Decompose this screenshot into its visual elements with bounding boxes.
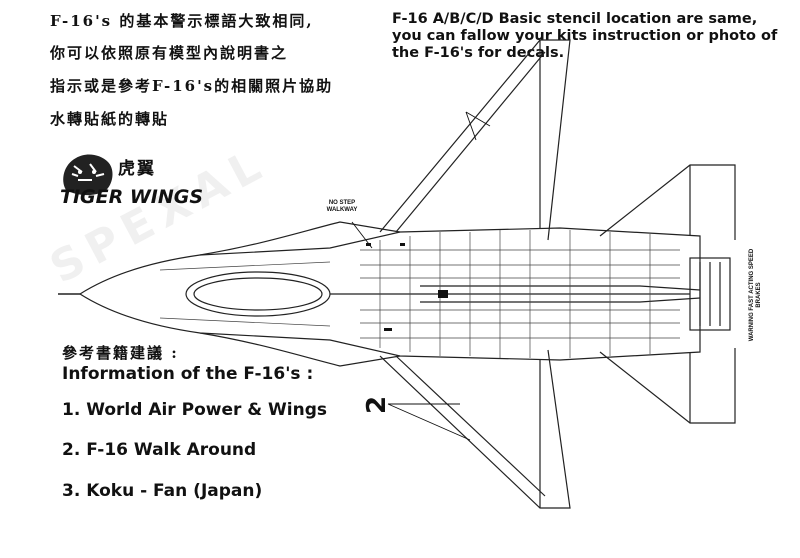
- references-heading-cn: 參考書籍建議 :: [62, 344, 179, 362]
- references-heading-en: Information of the F-16's :: [62, 364, 314, 384]
- tiger-head-icon: [63, 154, 113, 196]
- note-cn-line1: F-16's 的基本警示標語大致相同,: [50, 12, 314, 30]
- logo-brand-text: TIGER WINGS: [60, 186, 204, 208]
- reference-item: 3. Koku - Fan (Japan): [62, 481, 263, 501]
- note-cn-line2: 你可以依照原有模型內說明書之: [50, 44, 289, 62]
- note-en-line3: the F-16's for decals.: [392, 45, 565, 61]
- reference-item: 1. World Air Power & Wings: [62, 400, 328, 420]
- note-en-line2: you can fallow your kits instruction or …: [392, 28, 778, 44]
- reference-item: 2. F-16 Walk Around: [62, 440, 257, 460]
- note-cn-line4: 水轉貼紙的轉貼: [50, 110, 170, 128]
- stencil-number-2: 2: [362, 395, 393, 415]
- note-cn-line3: 指示或是參考F-16's的相關照片協助: [50, 77, 334, 95]
- no-step-walkway-label: NO STEP WALKWAY: [326, 200, 358, 213]
- speed-brakes-warning-label: WARNING FAST ACTING SPEED BRAKES: [749, 248, 762, 342]
- note-en-line1: F-16 A/B/C/D Basic stencil location are …: [392, 11, 758, 27]
- tiger-wings-logo: 虎翼 TIGER WINGS: [56, 150, 203, 210]
- logo-cn-text: 虎翼: [118, 159, 156, 179]
